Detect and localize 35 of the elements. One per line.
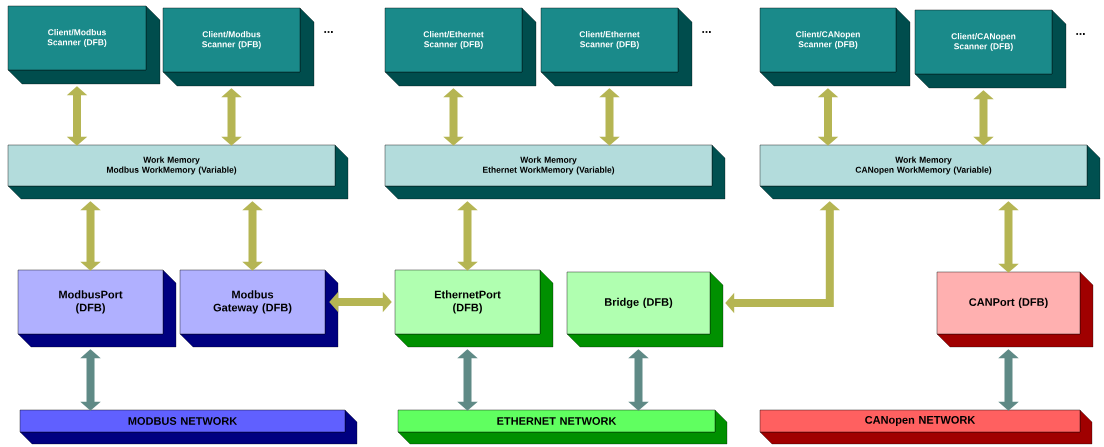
block-box: Modbus Gateway (DFB) — [179, 269, 339, 348]
double-arrow — [443, 88, 464, 146]
double-arrow — [66, 86, 88, 146]
block-box: Work Memory Modbus WorkMemory (Variable) — [7, 144, 349, 200]
block-box: Work Memory CANopen WorkMemory (Variable) — [759, 144, 1101, 200]
double-arrow — [998, 349, 1019, 411]
double-arrow — [973, 90, 994, 146]
double-arrow — [628, 349, 649, 411]
double-arrow — [457, 201, 478, 271]
network-bar: CANopen NETWORK — [759, 409, 1093, 445]
block-box: EthernetPort (DFB) — [394, 269, 554, 348]
node-label: ... — [702, 31, 711, 33]
node-label: ... — [1076, 33, 1085, 35]
block-box: ModbusPort (DFB) — [17, 269, 177, 348]
double-arrow — [817, 88, 839, 146]
double-arrow — [221, 88, 242, 146]
double-arrow — [457, 349, 478, 411]
node-label: ... — [324, 31, 333, 33]
double-arrow — [80, 349, 101, 411]
network-bar: MODBUS NETWORK — [19, 409, 358, 445]
double-arrow — [599, 88, 620, 146]
block-box: Client/Modbus Scanner (DFB) ... — [162, 7, 333, 87]
double-arrow — [242, 201, 263, 271]
double-arrow — [329, 291, 392, 313]
block-box: Client/Modbus Scanner (DFB) — [7, 5, 161, 85]
block-box: Work Memory Ethernet WorkMemory (Variable) — [384, 144, 726, 200]
double-arrow — [998, 201, 1019, 273]
block-box: Client/Ethernet Scanner (DFB) — [384, 7, 537, 87]
network-bar: CANPort (DFB) — [936, 271, 1094, 348]
block-box: Client/CANopen Scanner (DFB) — [759, 7, 911, 87]
block-box: Client/Ethernet Scanner (DFB) ... — [540, 7, 711, 87]
network-bar: ETHERNET NETWORK — [397, 409, 728, 445]
block-box: Bridge (DFB) — [566, 271, 724, 348]
block-box: Client/CANopen Scanner (DFB) ... — [914, 9, 1085, 89]
double-arrow — [80, 201, 101, 271]
